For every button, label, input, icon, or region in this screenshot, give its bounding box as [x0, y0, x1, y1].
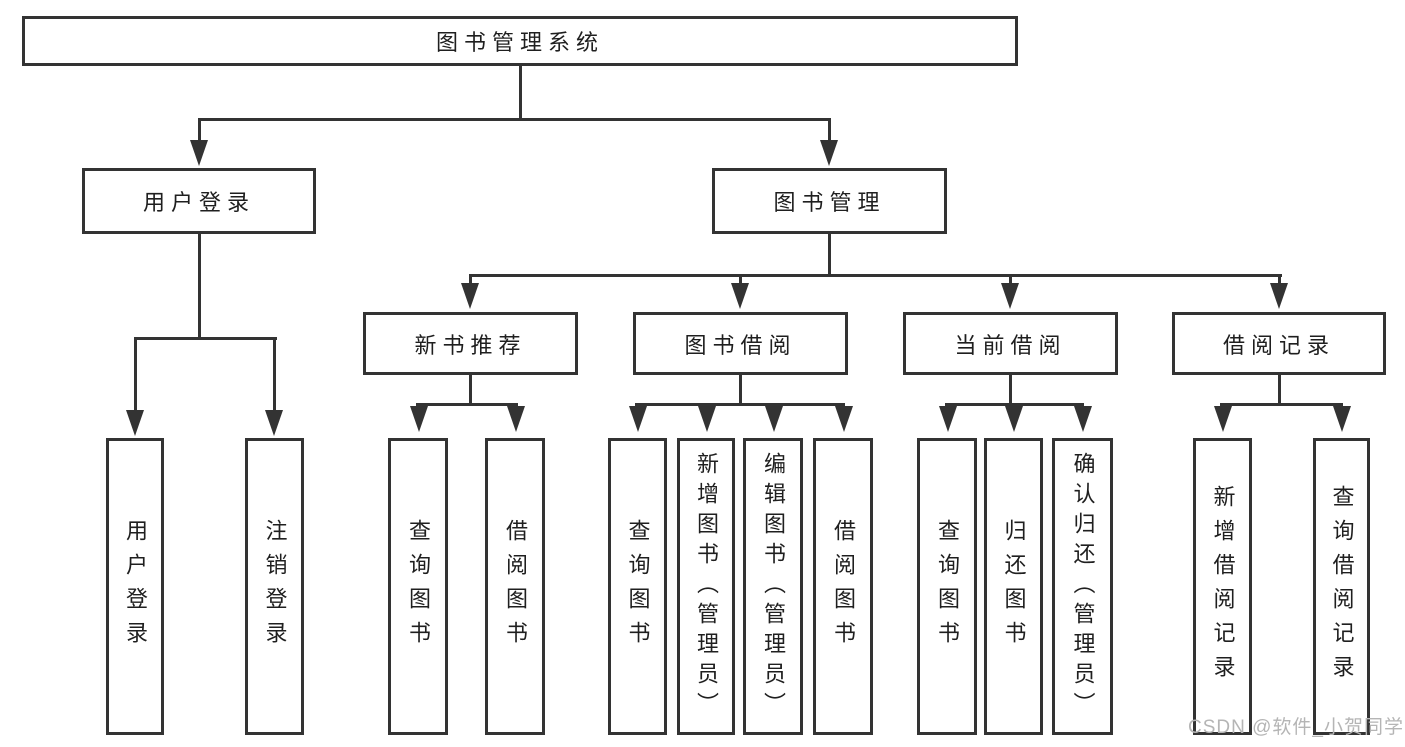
node-current-borrowing: 当前借阅	[903, 312, 1118, 375]
connector-line	[416, 403, 518, 406]
arrowhead-down-icon	[939, 406, 957, 432]
arrowhead-down-icon	[731, 283, 749, 309]
leaf-edit-books-admin: 编辑图书（管理员）	[743, 438, 803, 735]
leaf-return-books: 归还图书	[984, 438, 1043, 735]
arrowhead-down-icon	[1001, 283, 1019, 309]
watermark: CSDN @软件_小贺同学	[1188, 717, 1404, 738]
arrowhead-down-icon	[1333, 406, 1351, 432]
leaf-query-books: 查询图书	[388, 438, 448, 735]
node-borrowing-records: 借阅记录	[1172, 312, 1386, 375]
connector-line	[198, 234, 201, 340]
connector-line	[945, 403, 1084, 406]
connector-line	[1009, 375, 1012, 406]
arrowhead-down-icon	[835, 406, 853, 432]
arrowhead-down-icon	[820, 140, 838, 166]
leaf-borrow-books: 借阅图书	[485, 438, 545, 735]
arrowhead-down-icon	[698, 406, 716, 432]
arrowhead-down-icon	[461, 283, 479, 309]
leaf-label: 查询图书	[406, 518, 431, 655]
connector-line	[1278, 274, 1281, 284]
node-library-management-system: 图书管理系统	[22, 16, 1018, 66]
leaf-add-borrow-record: 新增借阅记录	[1193, 438, 1252, 735]
node-new-book-recommendation: 新书推荐	[363, 312, 578, 375]
arrowhead-down-icon	[1005, 406, 1023, 432]
leaf-label: 查询图书	[935, 518, 960, 655]
leaf-label: 查询借阅记录	[1329, 484, 1355, 689]
connector-line	[1278, 375, 1281, 406]
leaf-label: 新增借阅记录	[1210, 484, 1236, 689]
leaf-label: 编辑图书（管理员）	[761, 451, 786, 722]
connector-line	[739, 375, 742, 406]
leaf-query-books: 查询图书	[917, 438, 977, 735]
leaf-label: 注销登录	[262, 518, 288, 655]
leaf-logout: 注销登录	[245, 438, 304, 735]
connector-line	[1009, 274, 1012, 284]
connector-line	[198, 118, 831, 121]
leaf-borrow-books: 借阅图书	[813, 438, 873, 735]
node-book-borrowing: 图书借阅	[633, 312, 848, 375]
connector-line	[469, 375, 472, 406]
leaf-label: 确认归还（管理员）	[1070, 451, 1096, 722]
arrowhead-down-icon	[629, 406, 647, 432]
leaf-label: 用户登录	[123, 518, 148, 655]
connector-line	[739, 274, 742, 284]
leaf-query-books: 查询图书	[608, 438, 667, 735]
connector-line	[134, 337, 277, 340]
arrowhead-down-icon	[126, 410, 144, 436]
connector-line	[828, 234, 831, 277]
connector-line	[1220, 403, 1343, 406]
arrowhead-down-icon	[507, 406, 525, 432]
connector-line	[134, 337, 137, 410]
leaf-query-borrow-record: 查询借阅记录	[1313, 438, 1370, 735]
arrowhead-down-icon	[410, 406, 428, 432]
leaf-add-books-admin: 新增图书（管理员）	[677, 438, 735, 735]
leaf-user-login: 用户登录	[106, 438, 164, 735]
leaf-confirm-return-admin: 确认归还（管理员）	[1052, 438, 1113, 735]
connector-line	[273, 337, 276, 410]
arrowhead-down-icon	[1270, 283, 1288, 309]
connector-line	[469, 274, 1282, 277]
arrowhead-down-icon	[1074, 406, 1092, 432]
connector-line	[828, 118, 831, 144]
arrowhead-down-icon	[765, 406, 783, 432]
connector-line	[635, 403, 845, 406]
arrowhead-down-icon	[1214, 406, 1232, 432]
node-book-management: 图书管理	[712, 168, 947, 234]
connector-line	[469, 274, 472, 284]
leaf-label: 借阅图书	[831, 518, 856, 655]
leaf-label: 新增图书（管理员）	[694, 451, 719, 722]
leaf-label: 查询图书	[625, 518, 651, 655]
leaf-label: 归还图书	[1001, 518, 1027, 655]
arrowhead-down-icon	[265, 410, 283, 436]
connector-line	[519, 66, 522, 118]
connector-line	[198, 118, 201, 144]
leaf-label: 借阅图书	[503, 518, 528, 655]
arrowhead-down-icon	[190, 140, 208, 166]
node-user-login: 用户登录	[82, 168, 316, 234]
